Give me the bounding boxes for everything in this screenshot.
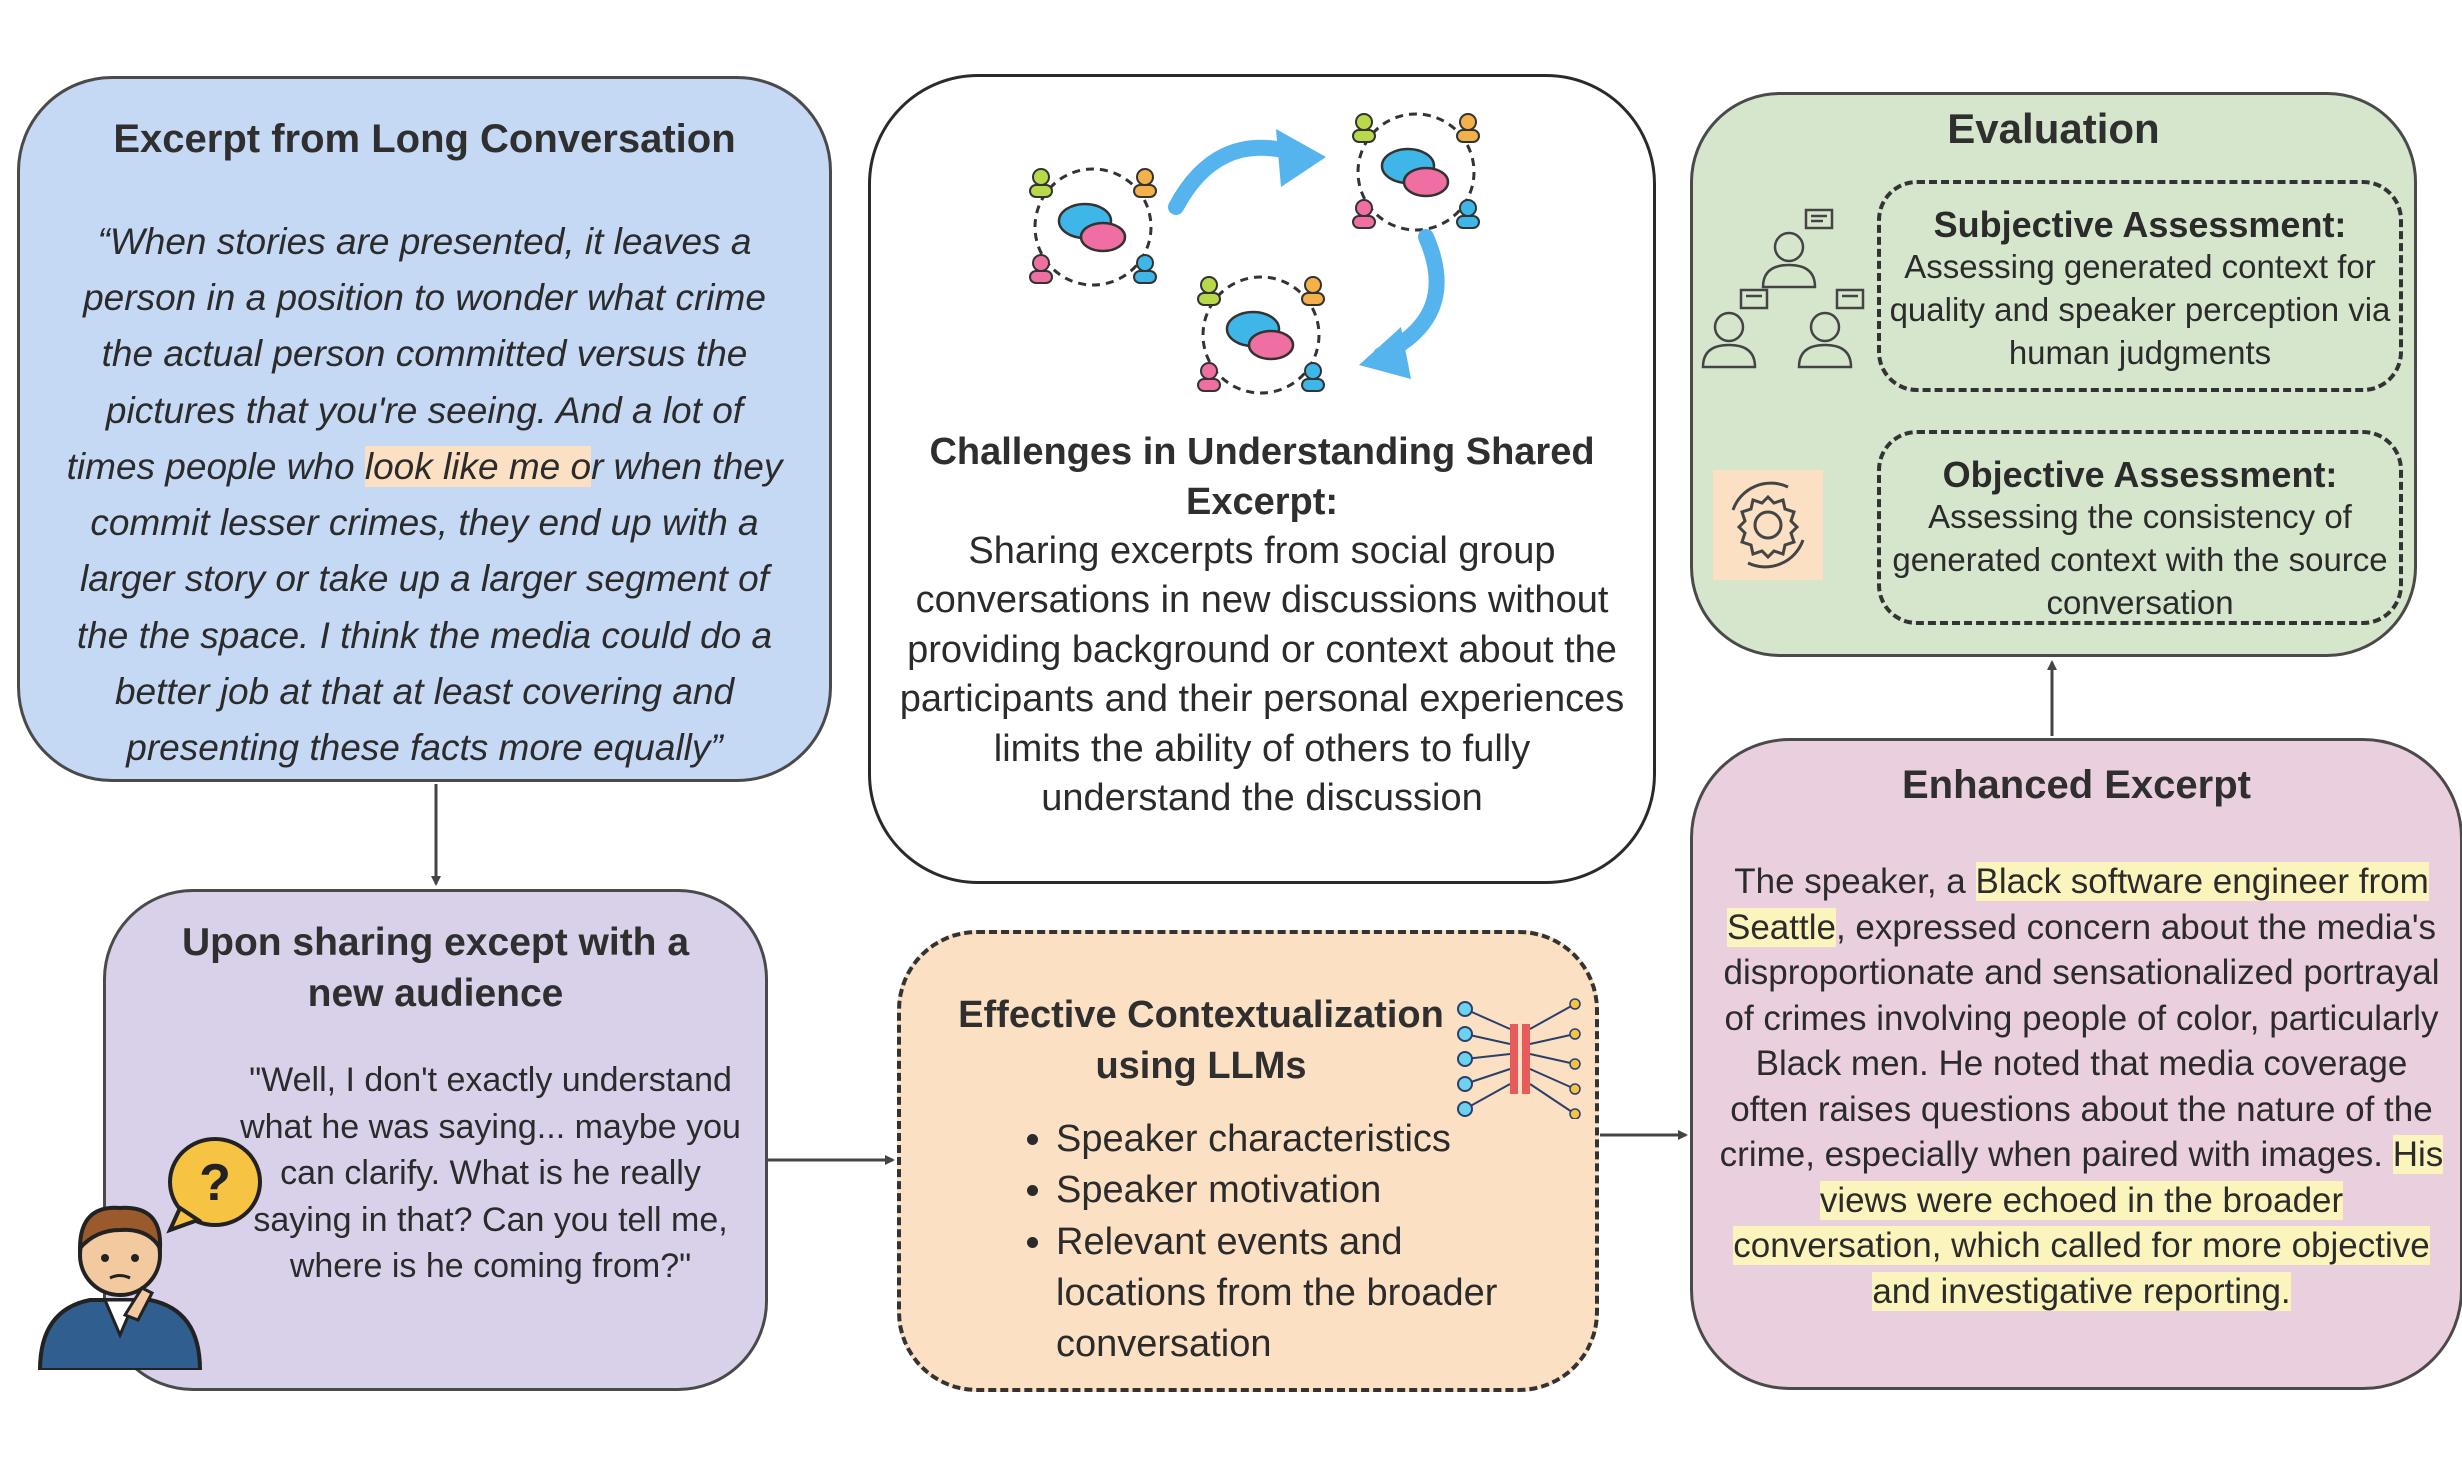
- enhanced-text-part: , expressed concern about the media's di…: [1719, 907, 2440, 1175]
- share-title: Upon sharing except with a new audience: [181, 921, 690, 1016]
- subjective-title: Subjective Assessment:: [1933, 204, 2347, 245]
- excerpt-quote-part: r when they commit lesser crimes, they e…: [76, 445, 783, 769]
- challenges-box: Challenges in Understanding Shared Excer…: [868, 74, 1656, 884]
- llm-bullet: Speaker characteristics: [1056, 1114, 1536, 1165]
- question-bubble-icon: ?: [166, 1137, 262, 1234]
- challenges-title: Challenges in Understanding Shared Excer…: [929, 431, 1595, 524]
- group-chat-icon: [1196, 275, 1326, 395]
- enhanced-text-part: The speaker, a: [1734, 862, 1976, 901]
- people-feedback-icon: [1701, 208, 1865, 369]
- llm-box: Effective Contextualization using LLMs S…: [897, 930, 1599, 1392]
- excerpt-title: Excerpt from Long Conversation: [113, 117, 736, 161]
- challenges-text: Sharing excerpts from social group conve…: [899, 530, 1625, 819]
- evaluation-box: Evaluation Subjective Assessment: Assess…: [1690, 92, 2417, 657]
- enhanced-title: Enhanced Excerpt: [1901, 763, 2251, 807]
- llm-title: Effective Contextualization using LLMs: [958, 994, 1444, 1088]
- excerpt-box: Excerpt from Long Conversation “When sto…: [17, 76, 832, 782]
- question-mark: ?: [199, 1154, 231, 1212]
- group-chat-icon: [1351, 112, 1481, 232]
- subjective-text: Assessing generated context for quality …: [1889, 248, 2391, 371]
- llm-bullet-list: Speaker characteristics Speaker motivati…: [971, 1114, 1536, 1370]
- evaluation-title: Evaluation: [1947, 105, 2160, 152]
- excerpt-quote-part: “When stories are presented, it leaves a…: [66, 221, 766, 487]
- cycle-arrow-icon: [1373, 229, 1445, 363]
- group-chat-icons: [1028, 112, 1481, 395]
- subjective-assessment-box: Subjective Assessment: Assessing generat…: [1877, 180, 2403, 392]
- confused-person-icon: ?: [37, 1137, 262, 1370]
- group-chat-icon: [1028, 167, 1158, 287]
- excerpt-quote: “When stories are presented, it leaves a…: [60, 214, 789, 776]
- share-quote: "Well, I don't exactly understand what h…: [240, 1061, 741, 1286]
- gear-cycle-icon: [1713, 470, 1823, 580]
- objective-text: Assessing the consistency of generated c…: [1892, 498, 2388, 621]
- excerpt-quote-highlight: look like me o: [364, 445, 592, 487]
- enhanced-text: The speaker, a Black software engineer f…: [1713, 859, 2450, 1314]
- llm-bullet: Speaker motivation: [1056, 1165, 1536, 1216]
- llm-bullet: Relevant events and locations from the b…: [1056, 1217, 1536, 1371]
- objective-title: Objective Assessment:: [1942, 454, 2338, 495]
- cycle-arrow-icon: [1168, 139, 1299, 215]
- neural-network-icon: [1457, 998, 1581, 1119]
- enhanced-excerpt-box: Enhanced Excerpt The speaker, a Black so…: [1690, 738, 2462, 1390]
- objective-assessment-box: Objective Assessment: Assessing the cons…: [1877, 430, 2403, 625]
